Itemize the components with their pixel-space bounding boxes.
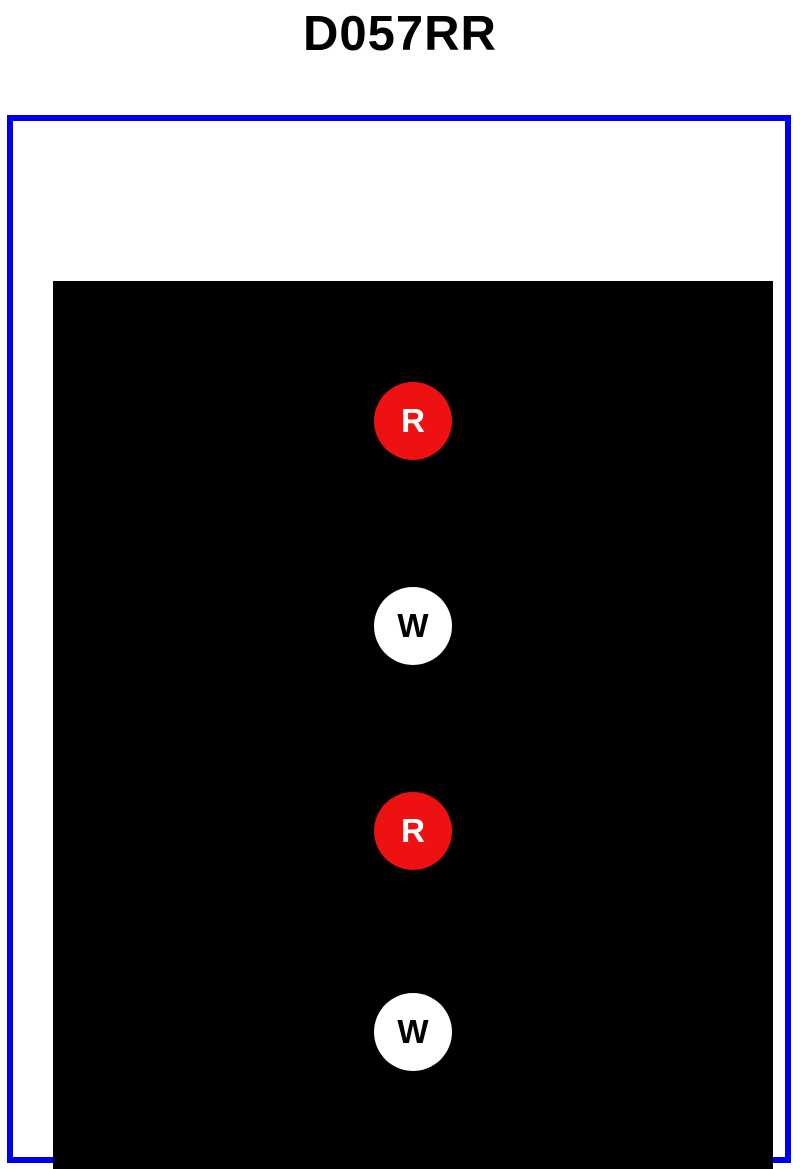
page-title: D057RR: [303, 7, 497, 61]
signal-lamp-white-bottom: W: [374, 993, 452, 1071]
signal-lamp-red-lower: R: [374, 792, 452, 870]
signal-lamp-red-top: R: [374, 382, 452, 460]
signal-lamp-white-upper: W: [374, 587, 452, 665]
signal-diagram-frame: R W R W: [7, 115, 791, 1169]
signal-panel: R W R W: [53, 281, 773, 1169]
